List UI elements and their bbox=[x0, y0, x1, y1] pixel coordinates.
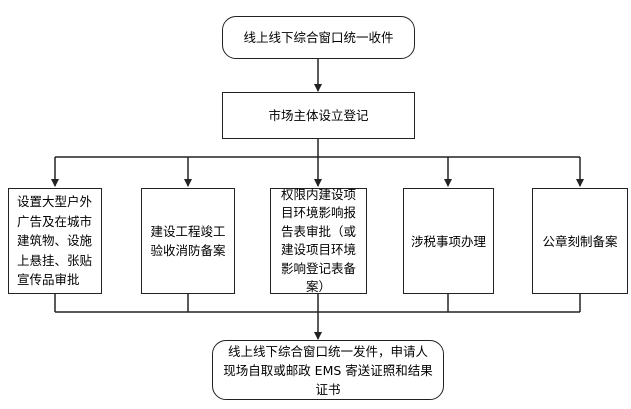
start-node-label: 线上线下综合窗口统一收件 bbox=[243, 30, 394, 45]
branch-node-5: 公章刻制备案 bbox=[532, 188, 628, 294]
start-node: 线上线下综合窗口统一收件 bbox=[222, 16, 415, 59]
registration-node-label: 市场主体设立登记 bbox=[268, 108, 369, 123]
branch-node-5-label: 公章刻制备案 bbox=[542, 233, 618, 249]
branch-node-3-label: 权限内建设项目环境影响报告表审批（或建设项目环境影响登记表备案） bbox=[280, 186, 356, 295]
end-node: 线上线下综合窗口统一发件，申请人现场自取或邮政 EMS 寄送证照和结果证书 bbox=[212, 340, 444, 400]
branch-node-1: 设置大型户外广告及在城市建筑物、设施上悬挂、张贴宣传品审批 bbox=[8, 188, 102, 294]
branch-node-4: 涉税事项办理 bbox=[403, 188, 494, 294]
branch-node-2-label: 建设工程竣工验收消防备案 bbox=[150, 224, 226, 258]
branch-node-3: 权限内建设项目环境影响报告表审批（或建设项目环境影响登记表备案） bbox=[270, 186, 367, 295]
branch-node-2: 建设工程竣工验收消防备案 bbox=[141, 188, 235, 294]
branch-node-1-label: 设置大型户外广告及在城市建筑物、设施上悬挂、张贴宣传品审批 bbox=[17, 194, 93, 288]
registration-node: 市场主体设立登记 bbox=[222, 92, 415, 139]
branch-node-4-label: 涉税事项办理 bbox=[410, 233, 486, 249]
end-node-label: 线上线下综合窗口统一发件，申请人现场自取或邮政 EMS 寄送证照和结果证书 bbox=[223, 343, 433, 397]
